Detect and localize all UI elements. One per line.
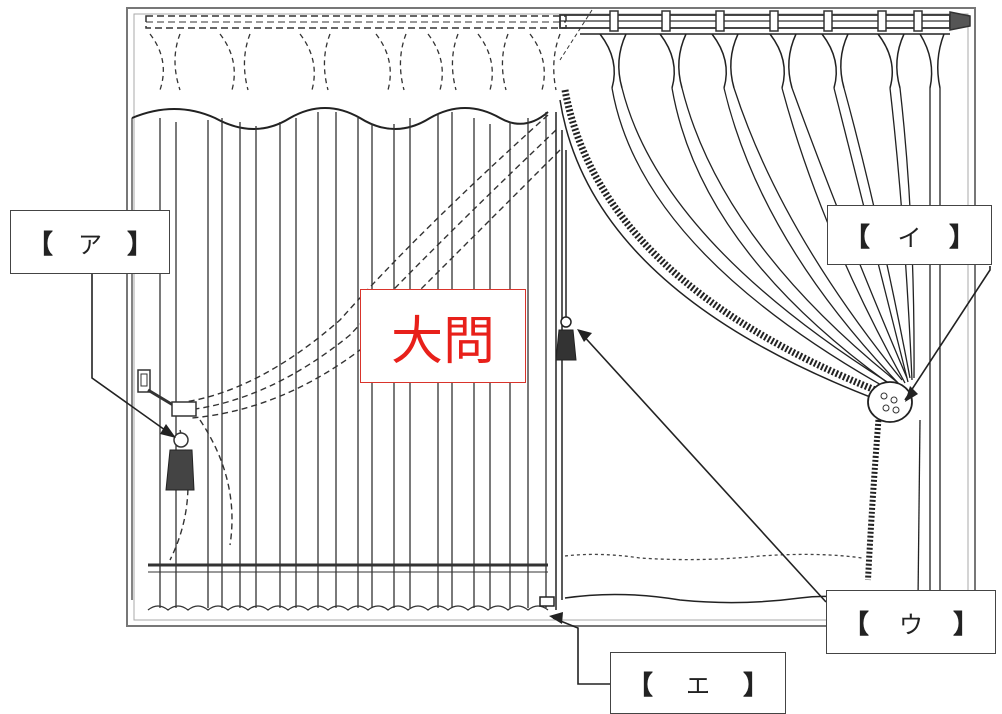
label-a-kana: ア (78, 230, 102, 259)
label-u-open-bracket: 【 (843, 609, 870, 640)
label-i-open-bracket: 【 (844, 222, 871, 253)
label-e-kana: エ (686, 671, 710, 700)
label-e-open-bracket: 【 (627, 670, 654, 701)
label-i: 【 イ 】 (827, 205, 992, 265)
label-u-kana: ウ (899, 610, 923, 639)
label-a-open-bracket: 【 (27, 229, 54, 260)
leader-lines (91, 266, 991, 685)
cord-pulley (539, 596, 555, 607)
label-i-close-bracket: 】 (948, 222, 975, 253)
label-e: 【 エ 】 (610, 652, 786, 714)
lace-curtain-hem (564, 553, 863, 561)
label-u-close-bracket: 】 (952, 609, 979, 640)
right-curtain-heading (580, 33, 950, 89)
right-curtain-folds (611, 87, 941, 601)
label-i-kana: イ (897, 223, 922, 252)
left-curtain-heading (149, 33, 561, 91)
label-u: 【 ウ 】 (826, 590, 996, 654)
right-curtain-trim (559, 89, 883, 581)
label-a-close-bracket: 】 (126, 229, 153, 260)
window-frame (126, 7, 976, 627)
window-inner-frame (133, 13, 969, 621)
curtain-rail (145, 9, 971, 61)
valance-edge (131, 107, 549, 130)
question-title: 大問 (360, 289, 526, 383)
right-tieback (867, 381, 913, 423)
label-a: 【 ア 】 (10, 210, 170, 274)
draw-cord (555, 150, 577, 361)
label-e-close-bracket: 】 (742, 670, 769, 701)
left-tassel (137, 369, 197, 491)
